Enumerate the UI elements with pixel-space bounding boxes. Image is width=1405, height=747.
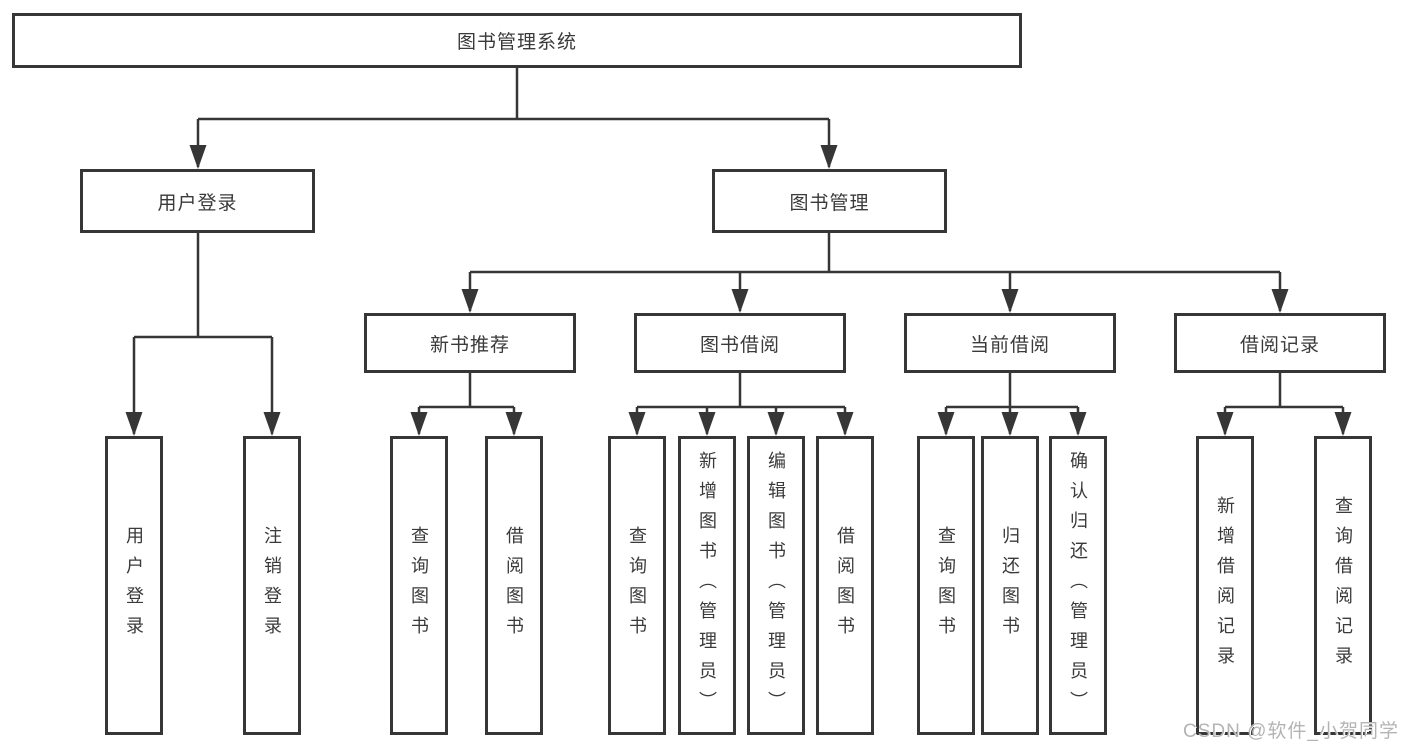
node-label: 确认归还（管理员） xyxy=(1068,450,1088,721)
leaf-user-login: 用户登录 xyxy=(105,436,163,735)
node-borrowing-records: 借阅记录 xyxy=(1174,313,1386,373)
leaf-confirm-return-admin: 确认归还（管理员） xyxy=(1049,436,1107,735)
node-new-book-recommend: 新书推荐 xyxy=(364,313,576,373)
node-label: 编辑图书（管理员） xyxy=(766,450,786,721)
leaf-add-borrow-record: 新增借阅记录 xyxy=(1196,436,1254,735)
node-label: 图书借阅 xyxy=(699,334,780,356)
node-current-borrowing: 当前借阅 xyxy=(904,313,1116,373)
node-book-management: 图书管理 xyxy=(712,169,947,233)
node-label: 图书管理 xyxy=(789,192,870,214)
leaf-borrow-books: 借阅图书 xyxy=(816,436,874,735)
node-label: 归还图书 xyxy=(1000,525,1020,646)
node-label: 借阅记录 xyxy=(1239,334,1320,356)
node-root: 图书管理系统 xyxy=(12,13,1022,68)
leaf-logout-login: 注销登录 xyxy=(243,436,301,735)
node-label: 借阅图书 xyxy=(504,525,524,646)
leaf-borrow-books-recommend: 借阅图书 xyxy=(485,436,543,735)
node-label: 用户登录 xyxy=(124,525,144,646)
node-label: 查询借阅记录 xyxy=(1333,495,1353,676)
leaf-edit-books-admin: 编辑图书（管理员） xyxy=(747,436,805,735)
leaf-query-books-recommend: 查询图书 xyxy=(390,436,448,735)
node-label: 图书管理系统 xyxy=(456,32,577,53)
leaf-query-borrow-record: 查询借阅记录 xyxy=(1314,436,1372,735)
node-book-borrowing: 图书借阅 xyxy=(634,313,846,373)
node-label: 新增借阅记录 xyxy=(1215,495,1235,676)
node-label: 当前借阅 xyxy=(969,334,1050,356)
leaf-query-books-current: 查询图书 xyxy=(917,436,975,735)
node-user-login: 用户登录 xyxy=(80,169,315,233)
node-label: 注销登录 xyxy=(262,525,282,646)
node-label: 查询图书 xyxy=(936,525,956,646)
node-label: 借阅图书 xyxy=(835,525,855,646)
node-label: 新增图书（管理员） xyxy=(697,450,717,721)
leaf-add-books-admin: 新增图书（管理员） xyxy=(678,436,736,735)
node-label: 新书推荐 xyxy=(429,334,510,356)
node-label: 查询图书 xyxy=(627,525,647,646)
leaf-query-books-borrow: 查询图书 xyxy=(608,436,666,735)
node-label: 用户登录 xyxy=(157,192,238,214)
node-label: 查询图书 xyxy=(409,525,429,646)
leaf-return-books: 归还图书 xyxy=(981,436,1039,735)
csdn-watermark: CSDN @软件_小贺同学 xyxy=(1183,721,1399,742)
